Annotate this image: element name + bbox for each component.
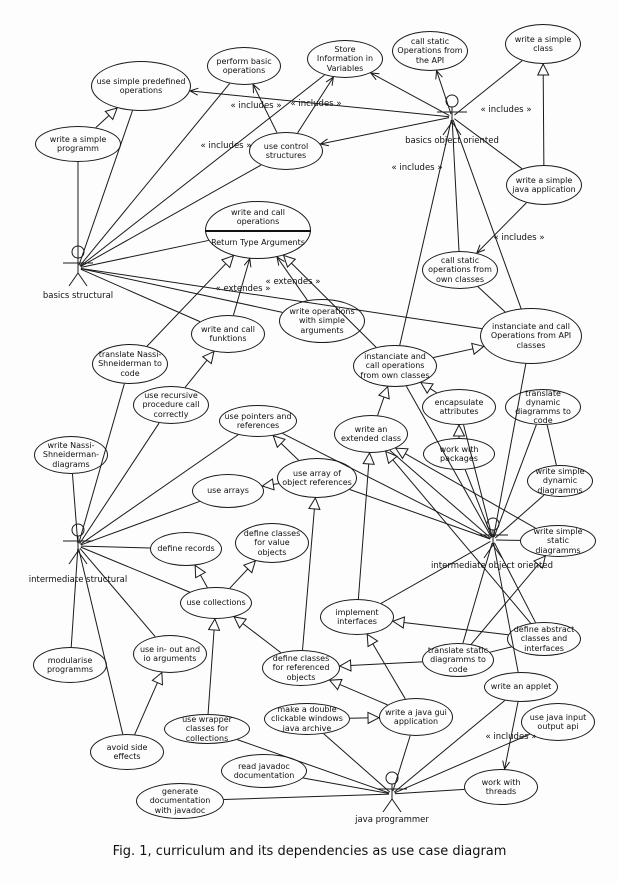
edge-label-includes: « includes » — [485, 732, 537, 742]
usecase-use-control-structures: use control structures — [249, 132, 323, 170]
usecase-use-simple-predefined-operations: use simple predefined operations — [91, 61, 191, 111]
usecase-use-pointers-and-references: use pointers and references — [219, 405, 297, 437]
actor-java-programmer: java programmer — [355, 815, 429, 825]
usecase-write-operations-with-simple-arguments: write operations with simple arguments — [279, 299, 365, 343]
compartment-divider — [205, 230, 311, 232]
edge-label-includes: « includes » — [480, 105, 532, 115]
actor-basics-structural: basics structural — [42, 291, 114, 301]
usecase-instanciate-and-call-operations-from-own-classes: instanciate and call operations from own… — [353, 345, 437, 387]
usecase-use-recursive-procedure-call-correctly: use recursive procedure call correctly — [133, 386, 209, 424]
actor-basics-object-oriented: basics object oriented — [405, 136, 499, 146]
usecase-write-a-java-gui-application: write a java gui application — [379, 698, 453, 736]
usecase-use-arrays: use arrays — [192, 474, 264, 508]
usecase-write-simple-dynamic-diagramms: write simple dynamic diagramms — [527, 465, 593, 497]
edge-label-extendes: « extendes » — [265, 277, 321, 287]
usecase-use-java-input-output-api: use java input output api — [521, 703, 595, 741]
usecase-use-array-of-object-references: use array of object references — [277, 458, 357, 498]
usecase-use-in-out-and-io-arguments: use in- out and io arguments — [133, 635, 207, 673]
usecase-encapsulate-attributes: encapsulate attributes — [422, 389, 496, 425]
usecase-avoid-side-effects: avoid side effects — [90, 734, 164, 770]
usecase-write-an-extended-class: write an extended class — [334, 415, 408, 453]
usecase-write-simple-static-diagramms: write simple static diagramms — [520, 525, 596, 557]
figure-caption: Fig. 1, curriculum and its dependencies … — [112, 844, 507, 859]
usecase-define-abstract-classes-and-interfaces: define abstract classes and interfaces — [507, 622, 581, 656]
usecase-translate-nassi-shneiderman-to-code: translate Nassi-Shneiderman to code — [92, 344, 168, 384]
usecase-translate-dynamic-diagramms-to-code: translate dynamic diagramms to code — [505, 389, 581, 425]
usecase-write-an-applet: write an applet — [484, 672, 558, 702]
usecase-work-with-packages: work with packages — [423, 438, 495, 470]
usecase-implement-interfaces: implement interfaces — [320, 599, 394, 635]
usecase-write-and-call-operations: write and call operations Return Type Ar… — [205, 201, 311, 259]
usecase-store-information-in-variables: Store Information in Variables — [307, 40, 383, 78]
usecase-read-javadoc-documentation: read javadoc documentation — [221, 754, 307, 788]
usecase-write-a-simple-class: write a simple class — [505, 24, 581, 64]
usecase-define-classes-for-value-objects: define classes for value objects — [235, 523, 309, 563]
edge-label-includes: « includes » — [200, 141, 252, 151]
usecase-instanciate-and-call-operations-from-api-classes: instanciate and call Operations from API… — [480, 308, 582, 364]
usecase-write-nassi-shneiderman-diagrams: write Nassi-Shneiderman-diagrams — [34, 436, 108, 474]
usecase-work-with-threads: work with threads — [464, 769, 538, 805]
usecase-make-a-double-clickable-windows-java-archive: make a double clickable windows java arc… — [264, 703, 350, 735]
usecase-call-static-operations-from-own-classes: call static operations from own classes — [422, 251, 498, 289]
usecase-title: write and call operations — [231, 207, 285, 226]
usecase-call-static-operations-from-the-api: call static Operations from the API — [392, 31, 468, 71]
usecase-translate-static-diagramms-to-code: translate static diagramms to code — [422, 643, 494, 677]
usecase-write-a-simple-programm: write a simple programm — [35, 126, 121, 162]
usecase-compartment-text: Return Type Arguments — [211, 238, 305, 248]
edge-label-extendes: « extendes » — [215, 284, 271, 294]
edge-label-includes: « includes » — [391, 163, 443, 173]
edge-label-includes: « includes » — [290, 99, 342, 109]
usecase-perform-basic-operations: perform basic operations — [207, 47, 281, 85]
edge-label-includes: « includes » — [493, 233, 545, 243]
usecase-modularise-programms: modularise programms — [33, 647, 107, 683]
usecase-use-wrapper-classes-for-collections: use wrapper classes for collections — [164, 714, 250, 744]
usecase-define-records: define records — [150, 532, 222, 566]
usecase-define-classes-for-referenced-objects: define classes for referenced objects — [262, 650, 340, 686]
usecase-write-and-call-funktions: write and call funktions — [191, 315, 265, 353]
actor-intermediate-structural: intermediate structural — [28, 575, 128, 585]
usecase-generate-documentation-with-javadoc: generate documentation with javadoc — [136, 783, 224, 819]
usecase-write-a-simple-java-application: write a simple java application — [506, 165, 582, 205]
actor-intermediate-object-oriented: intermediate object oriented — [431, 561, 553, 571]
edge-label-includes: « includes » — [230, 101, 282, 111]
usecase-use-collections: use collections — [180, 587, 252, 619]
